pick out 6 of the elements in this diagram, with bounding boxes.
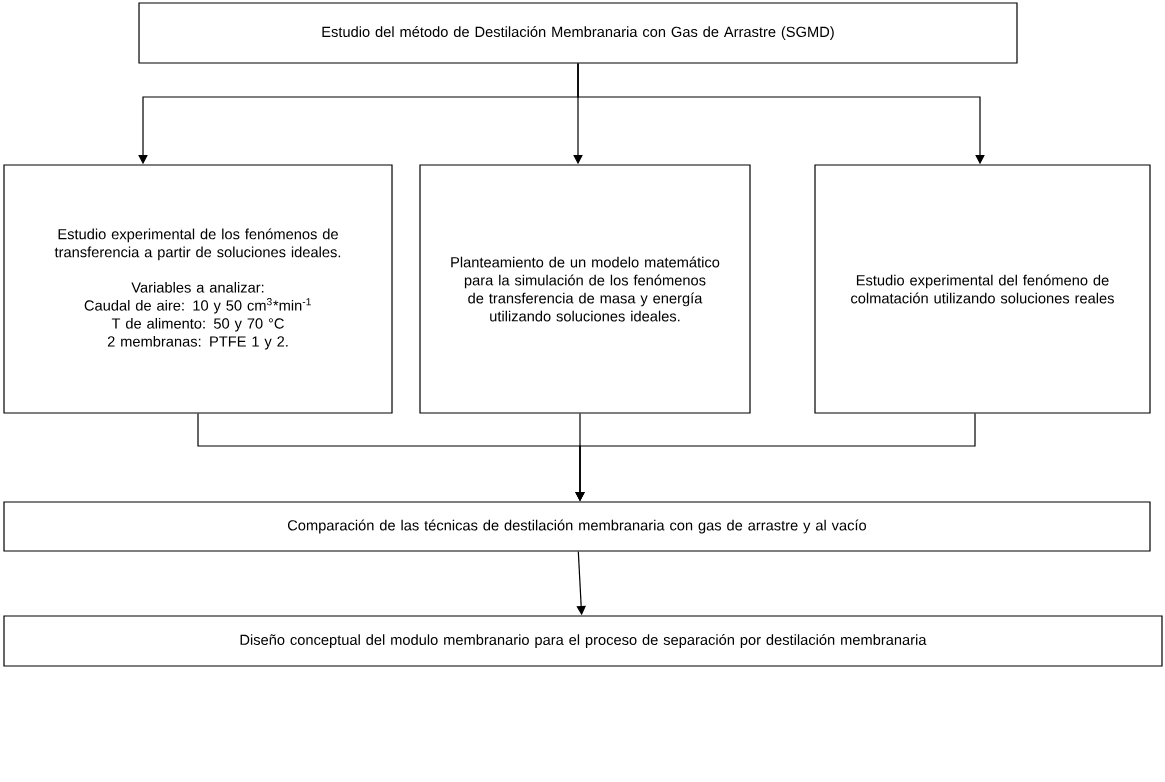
process-box: Diseño conceptual del modulo membranario para el proceso de separación por destilación membranaria (3, 615, 1163, 667)
title-box: Estudio del método de Destilación Membranaria con Gas de Arrastre (SGMD) (138, 2, 1018, 64)
process-box: Planteamiento de un modelo matemático para la simulación de los fenómenos de transferencia de masa y energía utilizando soluciones ideales. (419, 164, 751, 414)
process-box: Estudio experimental del fenómeno de colmatación utilizando soluciones reales (814, 164, 1151, 414)
process-box: Estudio experimental de los fenómenos de transferencia a partir de soluciones ideales. Variables a analizar: Caudal de aire: 10 y 50 cm$^{3}$*min$^{-1}$ T de alimento: 50 y 70 °C 2 membranas: PTFE 1 y 2. (3, 164, 393, 414)
process-box: Comparación de las técnicas de destilación membranaria con gas de arrastre y al vacío (3, 501, 1151, 552)
